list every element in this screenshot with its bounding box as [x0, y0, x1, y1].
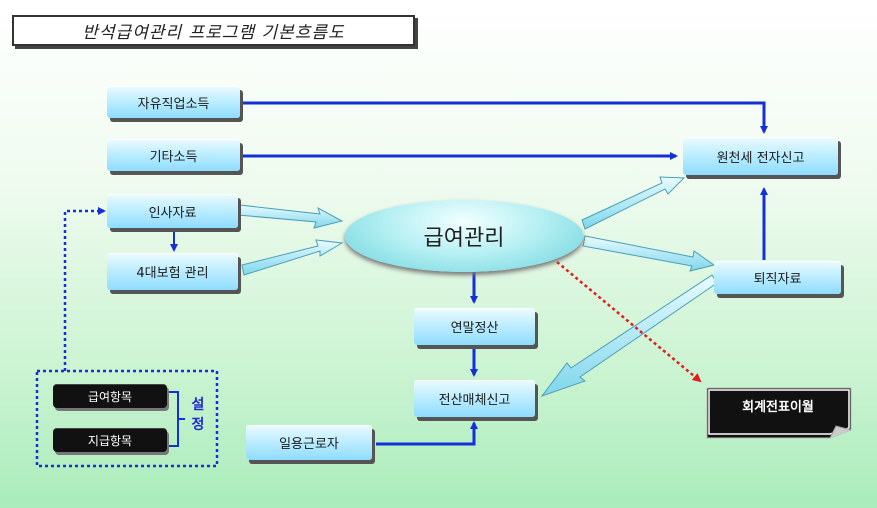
fat-arrow-insurance-to-payroll — [241, 239, 344, 276]
fat-arrows — [237, 176, 718, 398]
setting-group-box — [35, 369, 219, 468]
fat-arrow-payroll-to-efile — [581, 176, 686, 230]
node-withholding-efile: 원천세 전자신고 — [683, 137, 838, 175]
dotted-payroll-to-accounting — [556, 261, 702, 383]
dotted-setting-to-hr — [63, 207, 106, 371]
fat-arrow-retirement-to-media — [540, 274, 718, 398]
arrow-freelance-to-efile — [240, 101, 768, 134]
node-hr-data: 인사자료 — [107, 194, 238, 228]
node-insurance: 4대보험 관리 — [107, 253, 238, 290]
node-pay-items: 급여항목 — [53, 384, 167, 408]
fat-arrow-payroll-to-retirement — [582, 235, 716, 272]
node-other-income: 기타소득 — [107, 139, 240, 171]
node-media-report: 전산매체신고 — [414, 380, 535, 417]
node-deduction-items: 지급항목 — [53, 428, 167, 452]
arrow-daily-to-media — [376, 421, 478, 446]
node-freelance-income: 자유직업소득 — [107, 86, 240, 118]
setting-label: 설정 — [191, 397, 205, 433]
diagram-title: 반석급여관리 프로그램 기본흐름도 — [12, 15, 415, 46]
accounting-transfer-label: 회계전표이월 — [742, 399, 814, 415]
node-retirement: 퇴직자료 — [714, 261, 841, 294]
node-accounting-transfer: 회계전표이월 — [705, 385, 851, 433]
document-shape — [706, 387, 852, 439]
node-payroll: 급여관리 — [345, 200, 583, 272]
node-year-end: 연말정산 — [414, 308, 535, 345]
node-daily-worker: 일용근로자 — [246, 425, 372, 460]
fat-arrow-hr-to-payroll — [237, 204, 344, 229]
setting-bracket — [168, 391, 185, 447]
